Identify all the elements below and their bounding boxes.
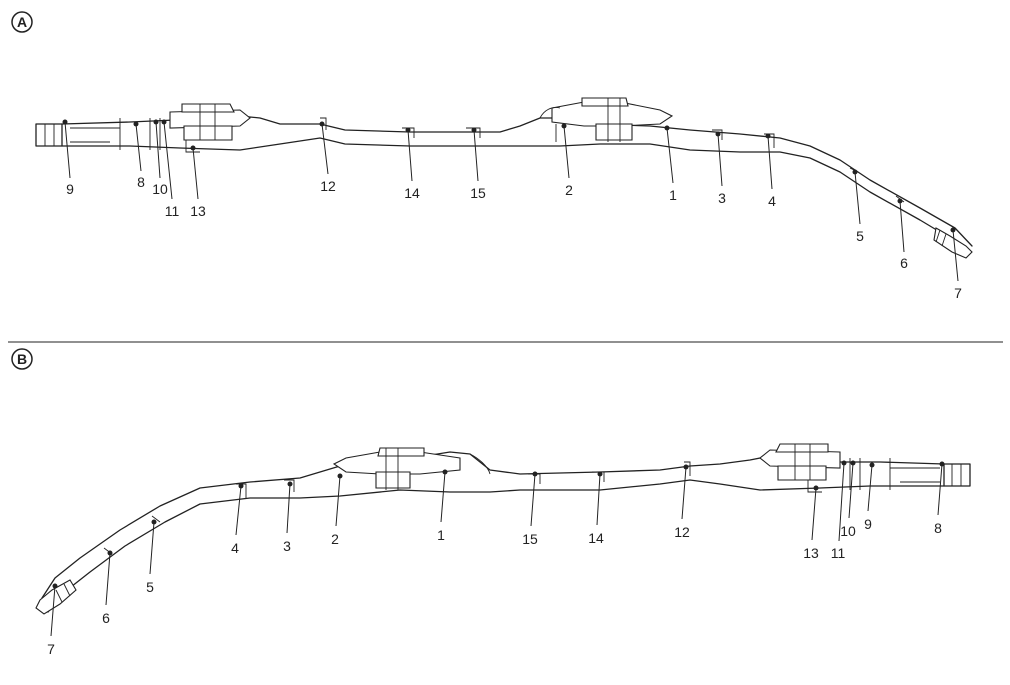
view-a-marker: A [11, 11, 33, 33]
callout-b-5-label: 5 [146, 579, 154, 595]
callout-b-14-label: 14 [588, 530, 604, 546]
callout-b-7: 7 [47, 583, 58, 657]
callout-b-1-label: 1 [437, 527, 445, 543]
callout-a-2: 2 [561, 123, 573, 198]
callout-a-11: 11 [161, 119, 180, 219]
callout-a-15-label: 15 [470, 185, 486, 201]
callout-b-12: 12 [674, 464, 690, 540]
view-b-letter: B [17, 351, 27, 367]
callout-a-10: 10 [152, 119, 168, 197]
view-b-marker: B [11, 348, 33, 370]
callout-b-3-label: 3 [283, 538, 291, 554]
callout-a-1: 1 [664, 125, 677, 203]
callout-b-6-label: 6 [102, 610, 110, 626]
callout-a-14-label: 14 [404, 185, 420, 201]
callout-a-9-label: 9 [66, 181, 74, 197]
callout-b-14: 14 [588, 471, 604, 546]
callout-a-8: 8 [133, 121, 145, 190]
callout-b-7-label: 7 [47, 641, 55, 657]
callout-b-12-label: 12 [674, 524, 690, 540]
callout-a-12-label: 12 [320, 178, 336, 194]
callout-b-4-label: 4 [231, 540, 239, 556]
callout-a-7: 7 [950, 227, 962, 301]
callout-a-10-label: 10 [152, 181, 168, 197]
view-a-airbag-drawing [35, 97, 973, 259]
callout-b-13-label: 13 [803, 545, 819, 561]
callout-b-11: 11 [831, 460, 847, 561]
callout-b-2-label: 2 [331, 531, 339, 547]
callout-b-10: 10 [840, 460, 856, 539]
view-b-callouts: 4 3 2 1 15 14 12 13 11 10 9 8 5 6 7 [47, 460, 945, 657]
callout-a-4: 4 [765, 133, 776, 209]
callout-a-1-label: 1 [669, 187, 677, 203]
callout-b-10-label: 10 [840, 523, 856, 539]
callout-a-2-label: 2 [565, 182, 573, 198]
callout-b-2: 2 [331, 473, 343, 547]
callout-a-9: 9 [62, 119, 74, 197]
callout-a-13: 13 [190, 145, 206, 219]
callout-b-15: 15 [522, 471, 538, 547]
view-a: A [11, 11, 973, 301]
callout-a-3-label: 3 [718, 190, 726, 206]
callout-b-13: 13 [803, 485, 819, 561]
callout-a-13-label: 13 [190, 203, 206, 219]
callout-a-6: 6 [897, 198, 908, 271]
callout-b-11-label: 11 [831, 545, 846, 561]
callout-b-8-label: 8 [934, 520, 942, 536]
callout-b-9-label: 9 [864, 516, 872, 532]
callout-a-6-label: 6 [900, 255, 908, 271]
callout-b-15-label: 15 [522, 531, 538, 547]
callout-a-8-label: 8 [137, 174, 145, 190]
callout-b-5: 5 [146, 519, 157, 595]
callout-b-1: 1 [437, 469, 448, 543]
callout-b-8: 8 [934, 461, 945, 536]
view-a-callouts: 9 8 10 11 13 12 14 15 2 1 3 4 5 6 7 [62, 119, 962, 301]
callout-a-7-label: 7 [954, 285, 962, 301]
callout-a-5: 5 [852, 169, 864, 244]
callout-a-12: 12 [319, 121, 336, 194]
callout-a-4-label: 4 [768, 193, 776, 209]
callout-a-14: 14 [404, 127, 420, 201]
callout-a-5-label: 5 [856, 228, 864, 244]
view-b: B [11, 348, 971, 657]
callout-b-6: 6 [102, 550, 113, 626]
callout-a-15: 15 [470, 127, 486, 201]
callout-b-4: 4 [231, 483, 244, 556]
view-a-letter: A [17, 14, 27, 30]
callout-b-9: 9 [864, 462, 875, 532]
callout-a-11-label: 11 [165, 203, 180, 219]
view-b-airbag-drawing [35, 443, 971, 615]
callout-a-3: 3 [715, 131, 726, 206]
callout-b-3: 3 [283, 481, 293, 554]
